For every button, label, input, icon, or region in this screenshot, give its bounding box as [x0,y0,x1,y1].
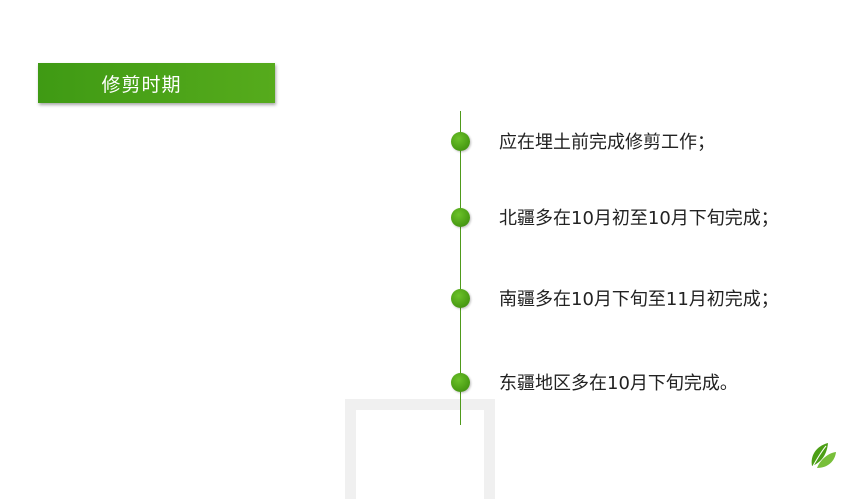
timeline-item-text: 东疆地区多在10月下旬完成。 [499,373,738,394]
timeline-dot [451,131,470,151]
timeline-item: 南疆多在10月下旬至11月初完成； [451,288,779,310]
timeline-item-text: 北疆多在10月初至10月下旬完成； [499,208,779,229]
timeline-item-text: 南疆多在10月下旬至11月初完成； [499,289,779,310]
timeline-item: 应在埋土前完成修剪工作； [451,131,715,153]
timeline-item: 北疆多在10月初至10月下旬完成； [451,207,779,229]
section-title: 修剪时期 [101,73,182,96]
section-title-bar: 修剪时期 [38,63,275,103]
timeline-item: 东疆地区多在10月下旬完成。 [451,372,738,394]
timeline-dot [451,288,470,308]
timeline-line [460,111,461,425]
timeline-dot [451,372,470,392]
timeline-item-text: 应在埋土前完成修剪工作； [499,132,715,153]
decorative-bracket [345,399,495,499]
timeline-dot [451,207,470,227]
leaf-icon [811,443,836,468]
